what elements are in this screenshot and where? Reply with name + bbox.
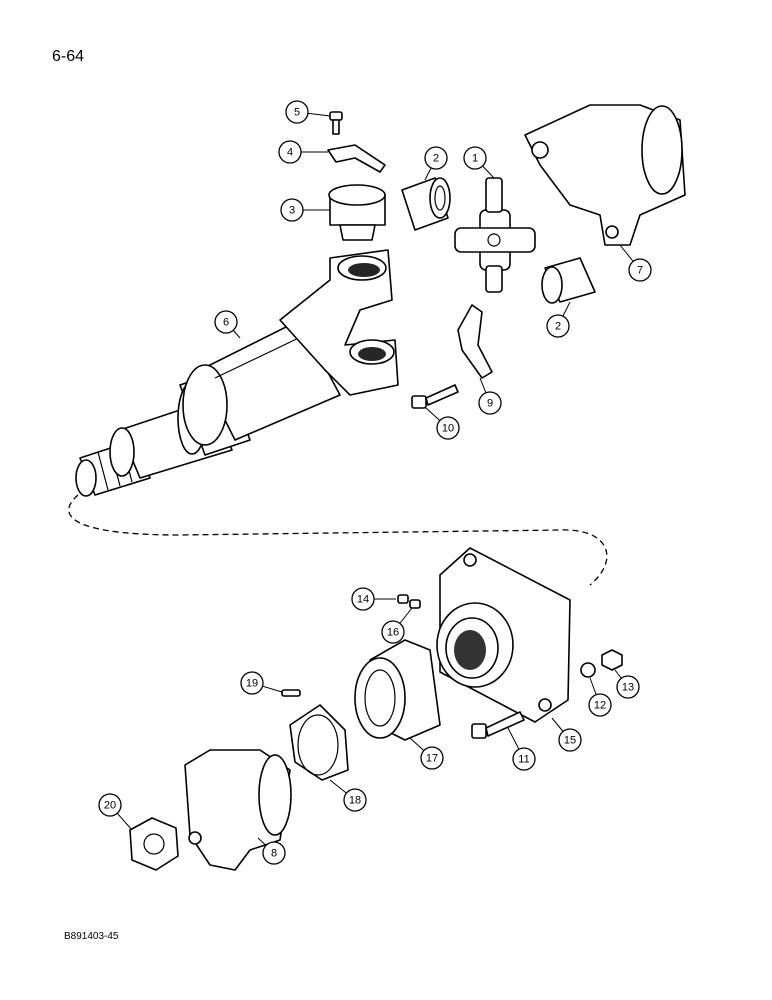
callout-1: 1: [463, 146, 495, 179]
callout-label: 4: [287, 147, 293, 159]
nut-20: [129, 817, 179, 871]
callout-circle: [424, 146, 448, 170]
bearing-cap-3: [328, 184, 386, 241]
flange-housing-15: [436, 547, 571, 723]
grease-fitting-14: [397, 594, 409, 604]
callout-label: 7: [637, 265, 643, 277]
callout-circle: [280, 198, 304, 222]
lock-strap-4: [327, 144, 386, 173]
callout-9: 9: [478, 377, 502, 415]
callout-8: 8: [257, 837, 286, 865]
callout-4: 4: [278, 140, 328, 164]
set-screw-19: [281, 689, 301, 697]
callout-label: 15: [564, 735, 576, 747]
callout-6: 6: [214, 310, 241, 339]
callout-label: 19: [246, 678, 258, 690]
callout-label: 6: [223, 317, 229, 329]
slip-yoke-7: [524, 104, 686, 246]
bolt-10: [411, 384, 459, 409]
callout-label: 9: [487, 398, 493, 410]
strap-9: [457, 304, 493, 379]
callout-circle: [588, 693, 612, 717]
callout-circle: [463, 146, 487, 170]
bearing-cup-2-upper: [401, 177, 451, 231]
callout-10: 10: [425, 407, 460, 440]
shaft-assembly: [75, 249, 399, 497]
callout-5: 5: [285, 100, 331, 124]
callout-3: 3: [280, 198, 330, 222]
callout-7: 7: [619, 244, 652, 282]
callout-label: 18: [349, 795, 361, 807]
callout-circle: [214, 310, 238, 334]
callout-label: 10: [442, 423, 454, 435]
callout-circle: [628, 258, 652, 282]
callout-label: 13: [622, 682, 634, 694]
callout-label: 14: [357, 594, 369, 606]
callout-18: 18: [329, 779, 367, 812]
callout-circle: [558, 728, 582, 752]
callout-circle: [420, 746, 444, 770]
callout-19: 19: [240, 671, 283, 695]
callout-15: 15: [551, 717, 582, 752]
callout-circle: [616, 675, 640, 699]
callout-label: 12: [594, 700, 606, 712]
callout-circle: [240, 671, 264, 695]
callout-label: 20: [104, 800, 116, 812]
callout-circle: [98, 793, 122, 817]
callout-circle: [278, 140, 302, 164]
callout-label: 16: [387, 627, 399, 639]
callout-label: 1: [472, 153, 478, 165]
callout-12: 12: [588, 677, 612, 717]
cross-spider-1: [454, 177, 536, 293]
callout-label: 5: [294, 107, 300, 119]
callout-circle: [478, 391, 502, 415]
bearing-17: [354, 639, 441, 741]
callout-2-2: 2: [546, 301, 571, 338]
washer-12: [580, 662, 596, 678]
callout-label: 17: [426, 753, 438, 765]
callout-circle: [285, 100, 309, 124]
collar-18: [289, 704, 349, 781]
callout-2: 2: [424, 146, 448, 181]
callout-circle: [351, 587, 375, 611]
callout-circle: [262, 841, 286, 865]
bolt-11: [471, 711, 525, 739]
callout-16: 16: [381, 607, 413, 644]
callout-circle: [381, 620, 405, 644]
callout-label: 11: [518, 754, 529, 766]
callout-circle: [546, 314, 570, 338]
nut-13: [601, 649, 623, 671]
bearing-cup-2-lower: [541, 257, 596, 304]
callout-14: 14: [351, 587, 396, 611]
cap-screw-5: [329, 111, 343, 135]
callout-label: 3: [289, 205, 295, 217]
callout-label: 2: [433, 153, 439, 165]
callout-label: 8: [271, 848, 277, 860]
callout-label: 2: [555, 321, 561, 333]
callout-17: 17: [409, 737, 444, 770]
callout-11: 11: [507, 727, 536, 771]
page-number: 6-64: [52, 48, 85, 65]
figure-code: B891403-45: [64, 931, 119, 942]
connection-dashed-line: [68, 494, 608, 586]
callout-20: 20: [98, 793, 133, 831]
callout-circle: [343, 788, 367, 812]
callout-circle: [436, 416, 460, 440]
callout-13: 13: [614, 669, 640, 699]
callout-circle: [512, 747, 536, 771]
adapter-16: [409, 599, 421, 609]
